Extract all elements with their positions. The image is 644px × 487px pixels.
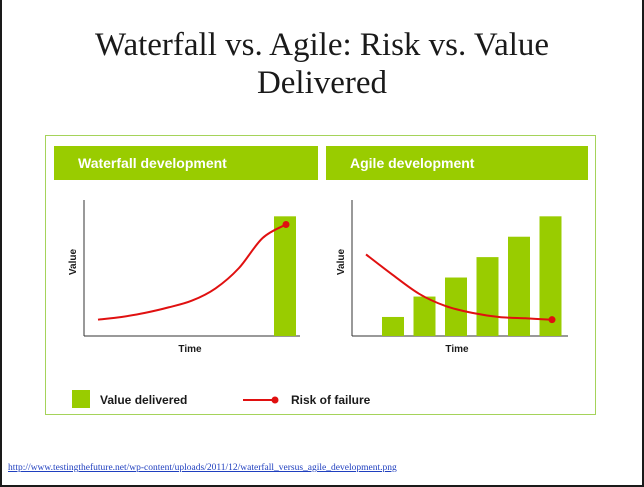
- agile-risk-endpoint: [548, 316, 556, 324]
- slide-frame-left: [0, 0, 2, 487]
- slide-title: Waterfall vs. Agile: Risk vs. Value Deli…: [0, 26, 644, 102]
- agile-bar: [539, 216, 562, 336]
- waterfall-ylabel: Value: [68, 249, 79, 276]
- waterfall-risk-endpoint: [282, 220, 290, 228]
- agile-bar: [445, 277, 467, 336]
- legend-risk-label: Risk of failure: [291, 393, 371, 407]
- waterfall-bar: [274, 216, 296, 336]
- agile-bar: [382, 316, 404, 336]
- agile-bar: [413, 296, 436, 336]
- slide-frame-bottom: [0, 485, 644, 487]
- agile-banner: Agile development: [326, 146, 588, 180]
- figure-border: [45, 135, 596, 415]
- agile-bar: [508, 236, 530, 336]
- legend-value-label: Value delivered: [100, 393, 187, 407]
- slide-title-line-1: Waterfall vs. Agile: Risk vs. Value: [94, 27, 550, 63]
- agile-bar: [476, 257, 499, 336]
- waterfall-banner: Waterfall development: [54, 146, 318, 180]
- slide-title-line-2: Delivered: [256, 65, 388, 101]
- agile-xlabel: Time: [445, 344, 469, 355]
- waterfall-risk-line: [97, 223, 287, 321]
- source-link[interactable]: http://www.testingthefuture.net/wp-conte…: [8, 463, 397, 473]
- waterfall-xlabel: Time: [178, 344, 202, 355]
- legend-risk-dot: [271, 396, 279, 404]
- agile-risk-line: [365, 253, 553, 321]
- agile-ylabel: Value: [336, 249, 347, 276]
- slide-frame-right: [642, 0, 644, 487]
- legend-value-swatch: [72, 390, 90, 408]
